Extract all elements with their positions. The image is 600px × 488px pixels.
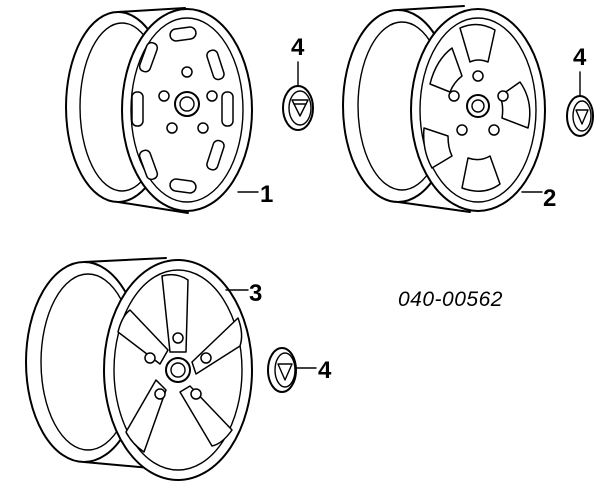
callout-4-top-right: 4 xyxy=(573,44,587,71)
wheel-2-five-hole: 2 xyxy=(342,5,556,213)
callout-3: 3 xyxy=(249,280,262,307)
callout-4-bottom: 4 xyxy=(318,357,332,384)
wheel-3-five-spoke: 3 xyxy=(25,257,262,481)
wheel-1-slotted: 1 xyxy=(65,7,273,214)
diagram-code: 040-00562 xyxy=(398,288,503,311)
callout-1: 1 xyxy=(260,181,273,208)
callout-2: 2 xyxy=(543,185,556,212)
center-cap-2: 4 xyxy=(566,44,594,137)
callout-4-top-left: 4 xyxy=(291,34,305,61)
center-cap-1: 4 xyxy=(282,34,314,131)
center-cap-3: 4 xyxy=(267,347,332,393)
